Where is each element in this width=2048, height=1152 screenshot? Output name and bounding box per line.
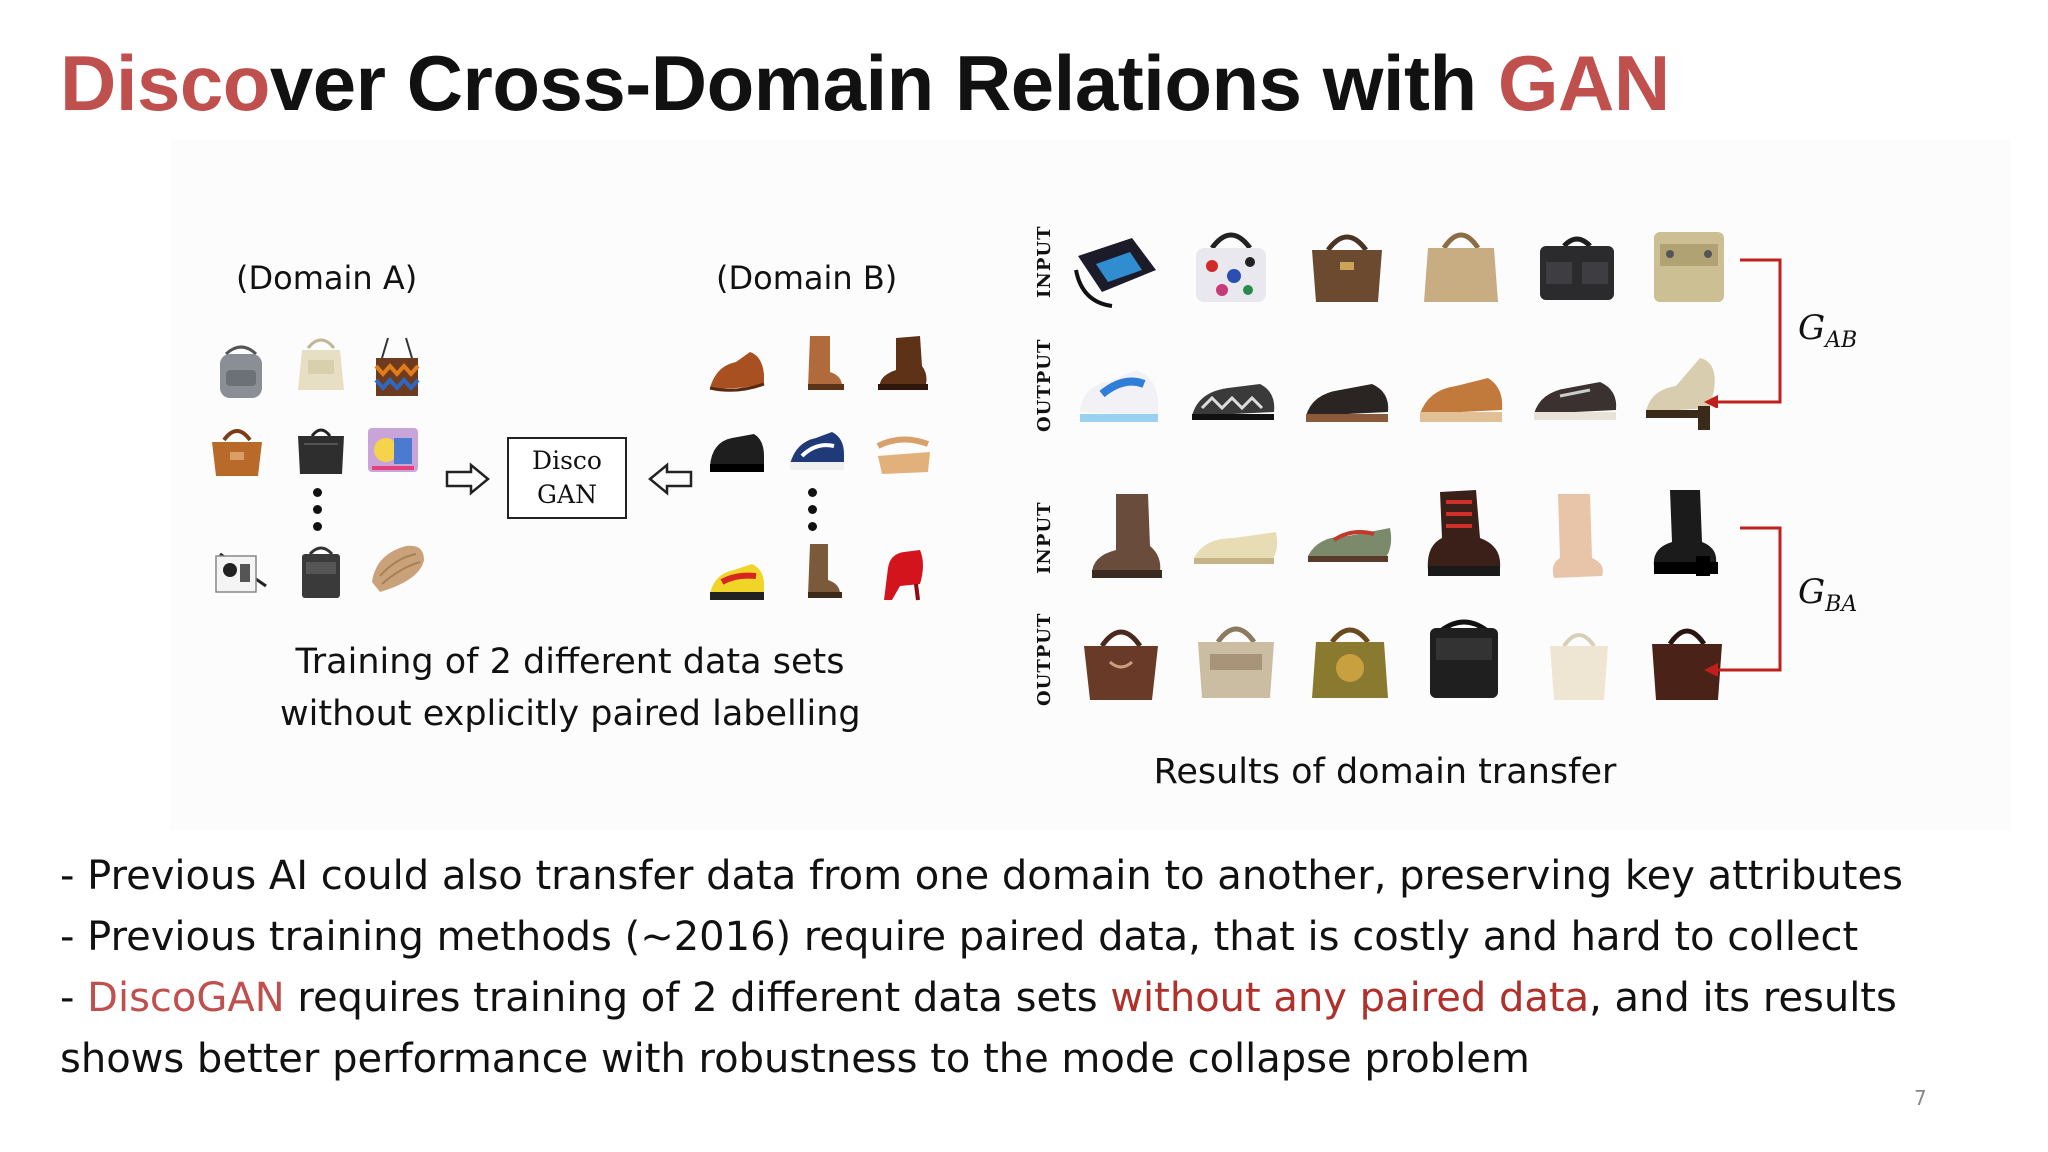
g-ab-base: G [1798,308,1826,348]
discogan-name: DiscoGAN [87,975,285,1021]
bag-thumbnail [374,337,420,396]
title-accent-disco: Disco [60,39,270,127]
g-ab-bracket-arrow [1704,258,1782,408]
input-shoe-image [1427,490,1501,576]
shoe-thumbnail [808,544,842,598]
shoe-thumbnail [710,564,764,600]
bullet-1: - Previous AI could also transfer data f… [60,853,1903,899]
left-arrow-icon [648,462,693,496]
output-shoe-image [1646,358,1715,430]
discogan-box: Disco GAN [507,437,627,519]
bullet-3-end: , and its results [1589,975,1897,1021]
bag-thumbnail [220,345,262,398]
output-bag-image [1198,626,1274,698]
more-items-ellipsis [313,488,323,539]
left-caption-line1: Training of 2 different data sets [295,642,845,682]
bag-thumbnail [298,428,344,474]
g-ab-label: GAB [1798,308,1857,353]
row-label-output-2: OUTPUT [1034,612,1055,706]
bullet-2: - Previous training methods (~2016) requ… [60,914,1859,960]
g-ba-label: GBA [1798,572,1857,617]
shoe-thumbnail [876,436,930,474]
input-shoe-image [1552,494,1603,578]
shoe-thumbnail [710,434,764,472]
input-bag-image [1424,232,1498,302]
shoe-thumbnail [808,336,844,390]
bullet-3-continuation: shows better performance with robustness… [60,1036,1530,1082]
bag-thumbnail [302,546,340,598]
page-number: 7 [1914,1086,1927,1110]
shoe-thumbnail [709,352,765,392]
output-shoe-image [1192,384,1275,420]
row-label-input-2: INPUT [1034,501,1055,575]
input-bag-image [1540,236,1614,300]
input-shoe-image [1653,490,1718,576]
output-shoe-image [1420,378,1503,422]
row-label-output-1: OUTPUT [1034,338,1055,432]
discogan-box-line2: GAN [537,480,597,509]
bullet-list: - Previous AI could also transfer data f… [60,846,2020,1090]
more-items-ellipsis [808,488,818,539]
bag-thumbnail [298,338,344,390]
right-figure-caption: Results of domain transfer [1153,752,1617,792]
bullet-3-mid: requires training of 2 different data se… [284,975,1111,1021]
output-bag-image [1312,627,1388,698]
domain-a-label: (Domain A) [236,259,418,297]
slide-title: Discover Cross-Domain Relations with GAN [60,38,1670,129]
g-ab-sub: AB [1825,327,1858,353]
output-bag-image [1652,628,1722,700]
g-ba-sub: BA [1825,591,1858,617]
input-bag-image [1074,238,1156,308]
shoe-thumbnail [790,432,844,470]
bag-thumbnail [372,545,424,592]
right-arrow-icon [445,462,490,496]
emphasis-no-paired-data: without any paired data [1110,975,1590,1021]
bag-thumbnail [368,428,418,472]
output-bag-image [1084,629,1158,700]
output-shoe-image [1534,382,1617,420]
bullet-3: - DiscoGAN requires training of 2 differ… [60,968,2020,1029]
input-shoe-image [1308,528,1392,562]
shoe-thumbnail [878,336,928,390]
input-bag-image [1312,234,1382,302]
input-bag-image [1654,232,1724,302]
input-shoe-image [1092,494,1162,578]
input-shoe-image [1194,532,1278,564]
bag-thumbnail [212,429,262,476]
left-caption-line2: without explicitly paired labelling [280,694,861,734]
output-bag-image [1430,619,1498,698]
output-bag-image [1550,633,1608,700]
bag-thumbnail [215,552,267,593]
row-label-input-1: INPUT [1034,225,1055,299]
title-accent-gan: GAN [1497,39,1670,127]
bullet-3-prefix: - [60,975,88,1021]
domain-b-label: (Domain B) [716,259,898,297]
input-bag-image [1196,232,1266,302]
title-main: ver Cross-Domain Relations with [269,39,1498,127]
g-ba-bracket-arrow [1704,526,1782,676]
left-figure-caption: Training of 2 different data sets withou… [280,636,861,740]
shoe-thumbnail [884,550,923,601]
output-shoe-image [1080,370,1158,422]
discogan-box-line1: Disco [532,446,602,475]
output-shoe-image [1306,384,1389,422]
g-ba-base: G [1798,572,1826,612]
